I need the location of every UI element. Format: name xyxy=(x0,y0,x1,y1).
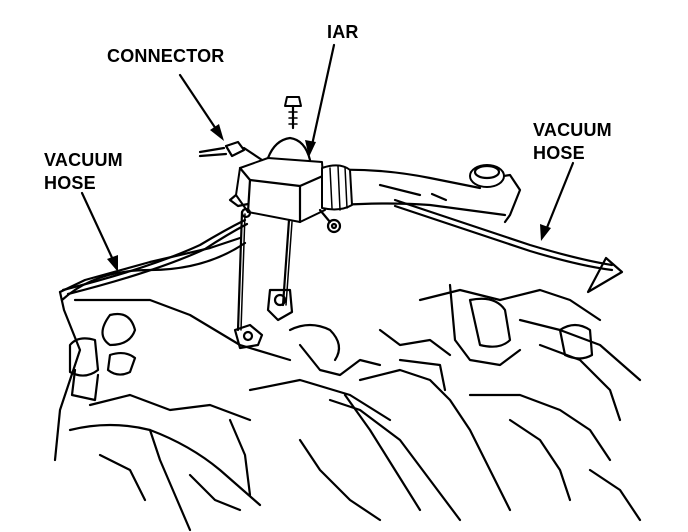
iar-label: IAR xyxy=(327,22,359,42)
intake-duct xyxy=(328,164,522,224)
leader-vacuum-hose-right xyxy=(540,161,575,241)
vacuum-hose-right xyxy=(393,198,624,294)
leader-connector xyxy=(178,73,224,141)
iar-valve xyxy=(198,96,353,234)
leader-iar xyxy=(305,43,336,157)
vacuum-hose-left xyxy=(61,218,249,296)
mounting-bracket xyxy=(236,210,293,332)
engine-bay xyxy=(53,236,642,532)
vacuum-hose-left-label-line1: VACUUM xyxy=(44,150,123,170)
connector-label: CONNECTOR xyxy=(107,46,225,66)
vacuum-hose-left-label-line2: HOSE xyxy=(44,173,96,193)
vacuum-hose-right-label-line2: HOSE xyxy=(533,143,585,163)
vacuum-hose-right-label-line1: VACUUM xyxy=(533,120,612,140)
leader-vacuum-hose-left xyxy=(80,191,118,272)
